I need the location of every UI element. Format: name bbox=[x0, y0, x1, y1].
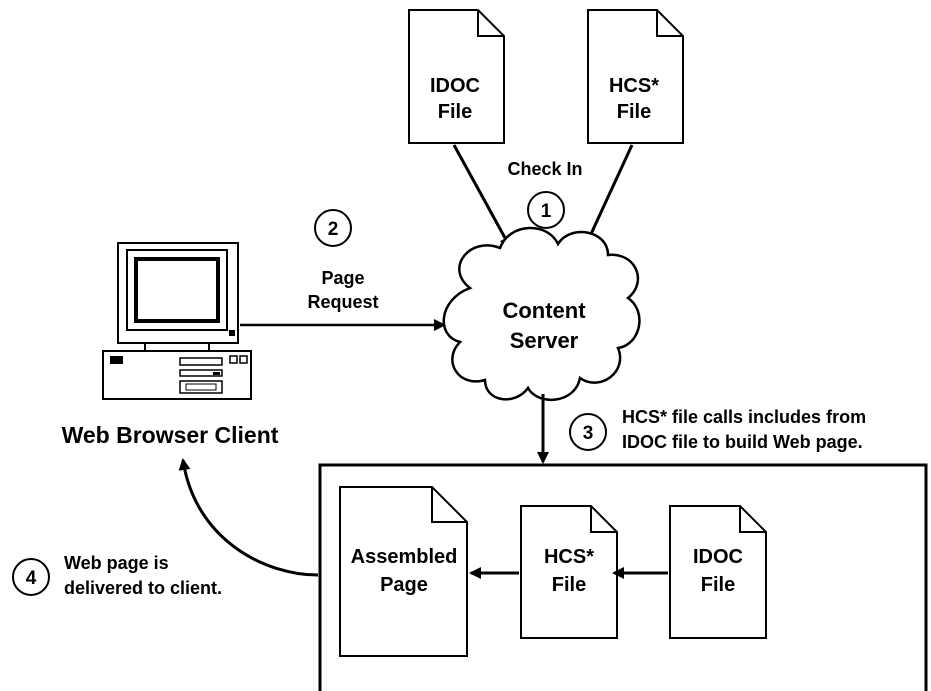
bottom-hcs-file-label-line2: File bbox=[552, 574, 586, 596]
top-idoc-file-icon bbox=[408, 9, 505, 144]
step-3-badge bbox=[569, 413, 607, 451]
content-server-cloud-icon bbox=[442, 226, 641, 401]
arrow-delivery-to-client bbox=[178, 458, 319, 577]
bottom-hcs-file-label-line1: HCS* bbox=[544, 546, 594, 568]
assembled-page-icon bbox=[339, 486, 468, 657]
top-hcs-file-icon bbox=[587, 9, 684, 144]
computer-icon bbox=[102, 242, 252, 400]
step-1-badge bbox=[527, 191, 565, 229]
bottom-idoc-file-label-line1: IDOC bbox=[693, 546, 743, 568]
assembly-box bbox=[318, 463, 928, 691]
bottom-idoc-file-icon bbox=[669, 505, 767, 639]
top-idoc-file-label-line1: IDOC bbox=[430, 75, 480, 97]
assembled-page-label-line1: Assembled bbox=[351, 546, 458, 568]
step-4-badge bbox=[12, 558, 50, 596]
top-hcs-file-label-line2: File bbox=[617, 101, 651, 123]
step-1-number: 1 bbox=[541, 201, 552, 222]
step-4-text-line1: Web page is bbox=[64, 553, 169, 573]
step-3-text-line2: IDOC file to build Web page. bbox=[622, 432, 863, 452]
bottom-idoc-file-label-line2: File bbox=[701, 574, 735, 596]
arrow-hcs-to-server bbox=[583, 144, 634, 249]
step-4-number: 4 bbox=[26, 568, 37, 589]
assembled-page-label-line2: Page bbox=[380, 574, 428, 596]
step-2-number: 2 bbox=[328, 219, 339, 240]
page-request-label-line1: Page bbox=[321, 268, 364, 288]
arrow-idoc-to-server bbox=[452, 144, 512, 249]
content-server-label-line2: Server bbox=[510, 328, 579, 353]
step-3-number: 3 bbox=[583, 423, 594, 444]
step-4-text-line2: delivered to client. bbox=[64, 578, 222, 598]
page-request-label-line2: Request bbox=[307, 292, 378, 312]
bottom-hcs-file-icon bbox=[520, 505, 618, 639]
top-idoc-file-label-line2: File bbox=[438, 101, 472, 123]
step-2-badge bbox=[314, 209, 352, 247]
web-browser-client-label: Web Browser Client bbox=[62, 422, 279, 448]
check-in-label: Check In bbox=[507, 159, 582, 179]
content-server-label-line1: Content bbox=[502, 298, 586, 323]
top-hcs-file-label-line1: HCS* bbox=[609, 75, 659, 97]
step-3-text-line1: HCS* file calls includes from bbox=[622, 407, 866, 427]
